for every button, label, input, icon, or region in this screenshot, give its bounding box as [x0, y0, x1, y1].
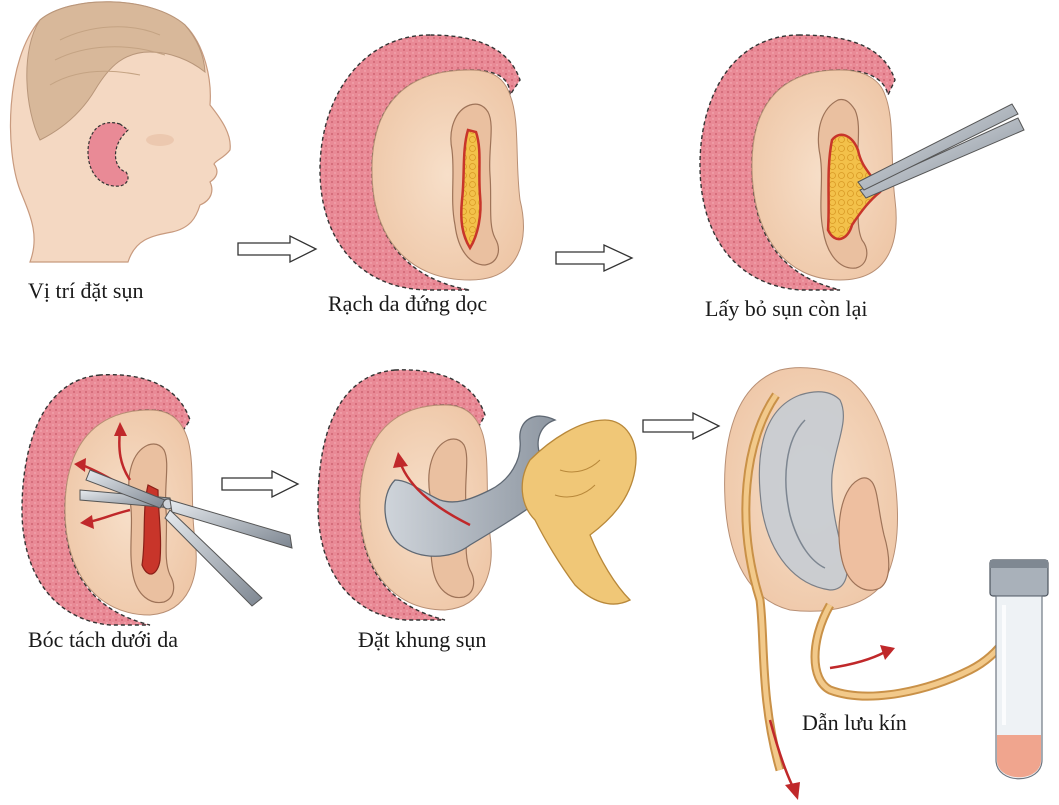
- panel-place-frame: [318, 370, 636, 620]
- caption-step-5: Đặt khung sụn: [358, 627, 486, 653]
- caption-step-1: Vị trí đặt sụn: [28, 278, 144, 304]
- step-arrow-3: [222, 471, 298, 497]
- surgeon-hand: [522, 420, 636, 604]
- red-arrow-icon: [830, 652, 885, 668]
- panel-head-profile: [10, 2, 230, 262]
- step-arrow-icon: [222, 471, 298, 497]
- step-arrow-icon: [643, 413, 719, 439]
- step-arrow-icon: [238, 236, 316, 262]
- caption-step-3: Lấy bỏ sụn còn lại: [705, 296, 868, 322]
- caption-step-2: Rạch da đứng dọc: [328, 291, 487, 317]
- step-arrow-4: [643, 413, 719, 439]
- step-arrow-icon: [556, 245, 632, 271]
- step-arrow-1: [238, 236, 316, 262]
- collection-vial-icon: [990, 560, 1048, 779]
- panel-incision: [320, 35, 523, 290]
- incision-wound: [461, 130, 480, 248]
- panel-dissection: [22, 375, 292, 625]
- caption-step-6: Dẫn lưu kín: [802, 710, 907, 736]
- caption-step-4: Bóc tách dưới da: [28, 627, 178, 653]
- panel-remove-cartilage: [700, 35, 1024, 290]
- step-arrow-2: [556, 245, 632, 271]
